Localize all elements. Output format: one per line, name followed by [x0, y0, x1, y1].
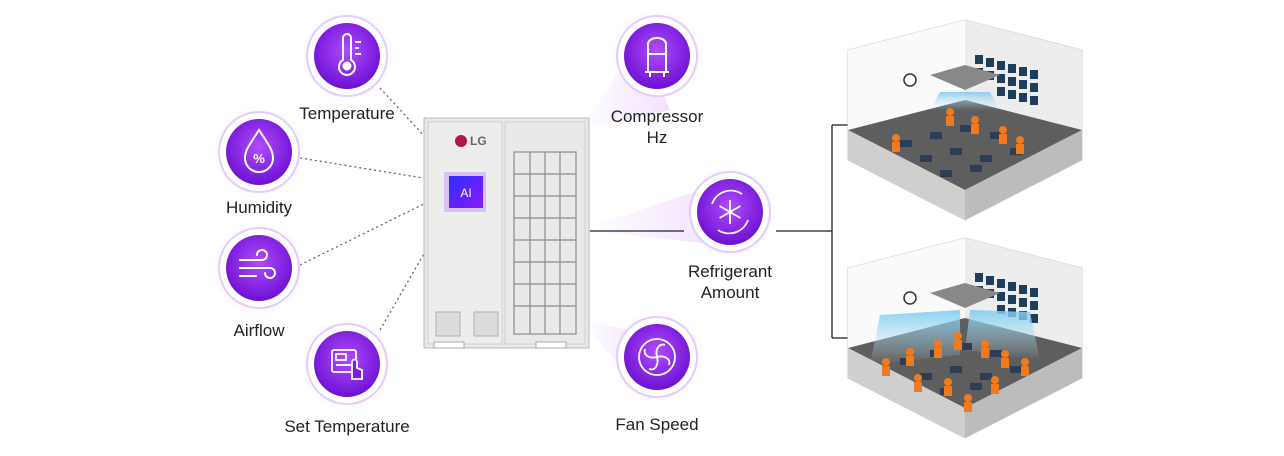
set-temperature-label: Set Temperature [284, 417, 410, 436]
ceiling-cassette [930, 65, 1000, 90]
outdoor-unit: LG AI [423, 117, 590, 349]
airflow-stream [930, 92, 1000, 110]
airflow-node [211, 220, 307, 316]
snowflake-cycle-icon [711, 189, 749, 235]
thermometer-icon [338, 33, 361, 76]
unit-grille [513, 151, 577, 335]
clock-icon [903, 291, 917, 305]
fan-speed-label: Fan Speed [615, 415, 699, 434]
refrigerant-label-line1: Refrigerant [687, 262, 773, 281]
ceiling-cassette [930, 283, 1000, 308]
compressor-label-line2: Hz [646, 128, 668, 147]
humidity-label: Humidity [225, 198, 293, 217]
svg-text:AI: AI [460, 186, 471, 200]
humidity-drop-icon: % [243, 128, 275, 173]
clock-icon [903, 73, 917, 87]
refrigerant-node [682, 164, 778, 260]
set-temperature-node [299, 316, 395, 412]
occupants [892, 108, 1024, 154]
fan-node [609, 309, 705, 405]
occupants [882, 332, 1029, 412]
airflow-label: Airflow [233, 321, 285, 340]
svg-text:%: % [253, 151, 265, 166]
wind-icon [239, 249, 276, 279]
refrigerant-label-line2: Amount [700, 283, 760, 302]
compressor-node [609, 8, 705, 104]
ai-chip: AI [444, 172, 486, 212]
fan-icon [638, 338, 676, 376]
humidity-node: % [211, 104, 307, 200]
output-connectors [590, 124, 848, 339]
temperature-label: Temperature [299, 104, 395, 123]
compressor-label: Compressor Hz [587, 106, 727, 148]
unit-brand-logo: LG [455, 134, 487, 148]
room-high-occupancy [847, 237, 1083, 439]
compressor-icon [645, 37, 669, 77]
refrigerant-label: Refrigerant Amount [655, 261, 805, 303]
thermostat-touch-icon [331, 349, 363, 380]
compressor-label-line1: Compressor [610, 107, 704, 126]
room-low-occupancy [847, 19, 1083, 221]
temperature-node [299, 8, 395, 104]
unit-port [435, 311, 461, 337]
svg-text:LG: LG [470, 134, 487, 148]
